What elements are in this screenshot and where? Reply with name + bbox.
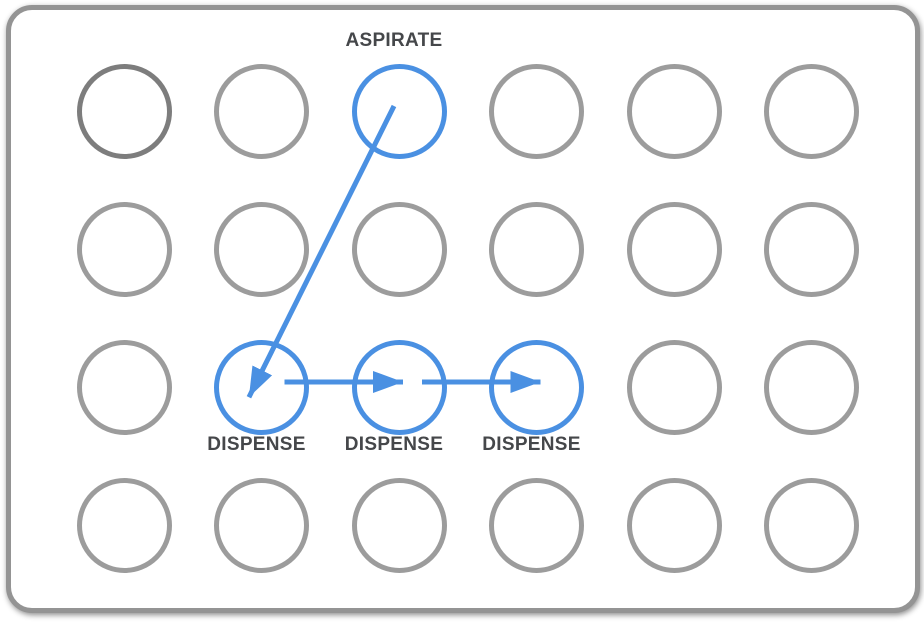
well-plate	[6, 5, 920, 613]
well	[764, 63, 859, 159]
well	[214, 201, 309, 297]
well	[626, 63, 722, 159]
well	[489, 477, 584, 573]
well	[76, 201, 172, 297]
dispense-label: DISPENSE	[207, 434, 306, 455]
well	[764, 339, 859, 435]
dispense-label: DISPENSE	[482, 434, 581, 455]
well	[214, 63, 309, 159]
well	[764, 477, 859, 573]
dispense-label: DISPENSE	[344, 434, 444, 455]
well	[626, 201, 722, 297]
well	[351, 477, 447, 573]
well	[351, 201, 447, 297]
well	[626, 339, 722, 435]
well	[489, 63, 584, 159]
well	[76, 477, 172, 573]
well	[214, 477, 309, 573]
dispense-well	[489, 339, 584, 435]
well	[76, 63, 172, 159]
well	[489, 201, 584, 297]
aspirate-well	[351, 63, 447, 159]
dispense-well	[351, 339, 447, 435]
aspirate-label: ASPIRATE	[345, 30, 443, 51]
well	[76, 339, 172, 435]
well	[626, 477, 722, 573]
dispense-well	[214, 339, 309, 435]
well	[764, 201, 859, 297]
